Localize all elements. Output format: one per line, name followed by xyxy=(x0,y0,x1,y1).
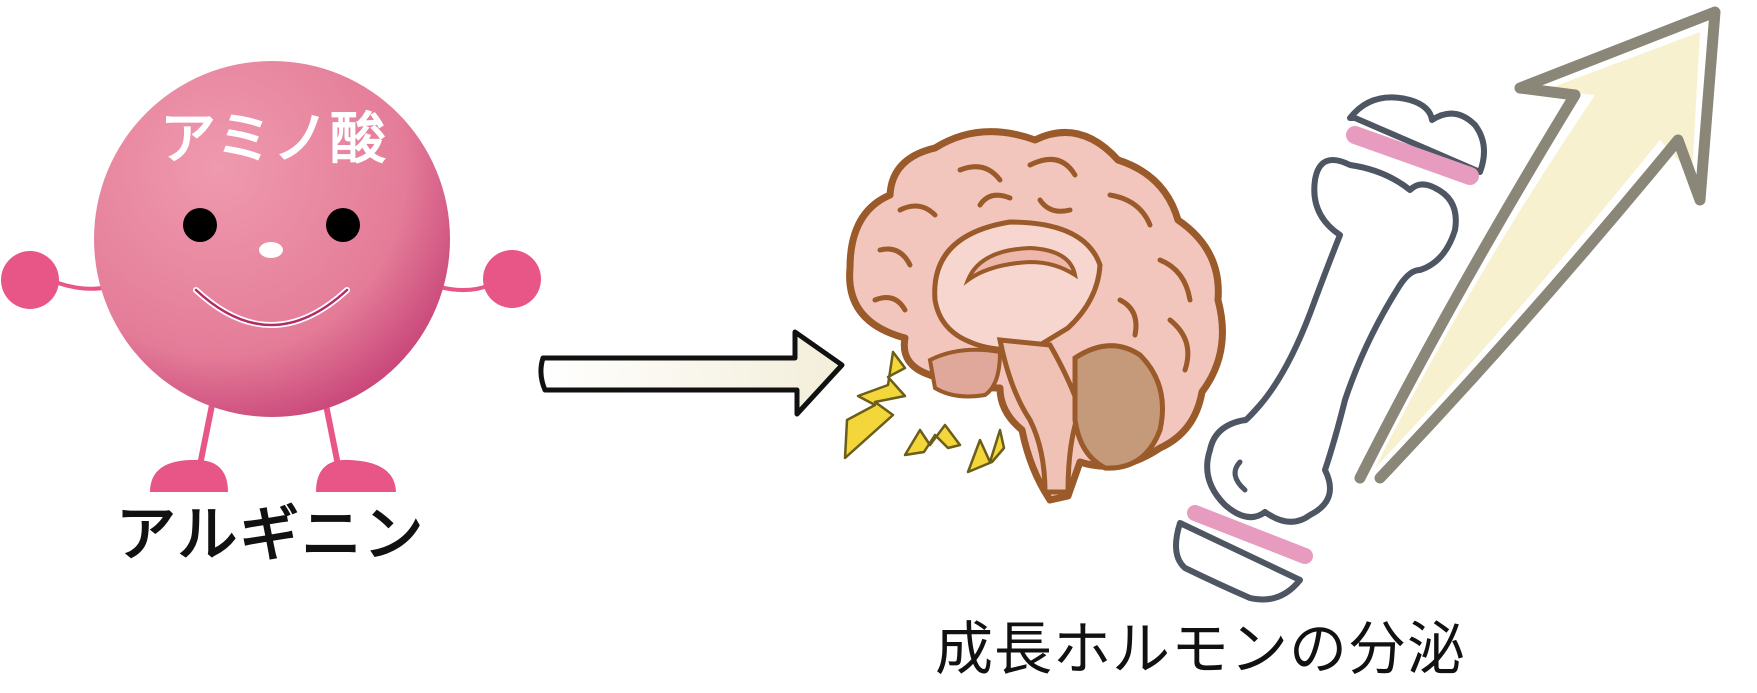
right-hand xyxy=(483,250,541,308)
character-body xyxy=(94,61,450,417)
left-leg xyxy=(197,404,215,466)
brainstem xyxy=(996,337,1083,495)
bone-top-band xyxy=(1346,126,1479,185)
amino-acid-character xyxy=(1,61,541,492)
left-hand xyxy=(1,251,59,309)
bone-hook xyxy=(1232,459,1248,493)
bone-shaft xyxy=(1204,157,1459,525)
growth-arrow-icon xyxy=(1354,6,1721,484)
nose xyxy=(259,242,283,258)
growth-arrow-fill xyxy=(1375,32,1700,468)
growth-arrow-outline xyxy=(1354,6,1721,484)
result-label: 成長ホルモンの分泌 xyxy=(935,615,1467,683)
bone-bottom-cap xyxy=(1173,520,1303,603)
bone-icon xyxy=(1173,94,1487,603)
spark-icon xyxy=(843,350,1006,474)
brain-icon xyxy=(846,128,1226,504)
flow-arrow xyxy=(538,329,845,417)
left-eye xyxy=(183,208,217,242)
bone-top-cap xyxy=(1347,94,1487,175)
right-leg xyxy=(323,404,341,466)
left-foot xyxy=(150,459,228,492)
cerebellum xyxy=(1072,343,1165,471)
bone-bottom-band xyxy=(1187,505,1313,564)
right-eye xyxy=(326,208,360,242)
character-name: アルギニン xyxy=(116,500,426,570)
corpus-callosum xyxy=(963,245,1078,286)
temporal-lobe xyxy=(927,347,1003,399)
right-arm xyxy=(439,283,491,292)
amino-acid-badge-text: アミノ酸 xyxy=(160,107,387,172)
right-foot xyxy=(316,459,396,492)
